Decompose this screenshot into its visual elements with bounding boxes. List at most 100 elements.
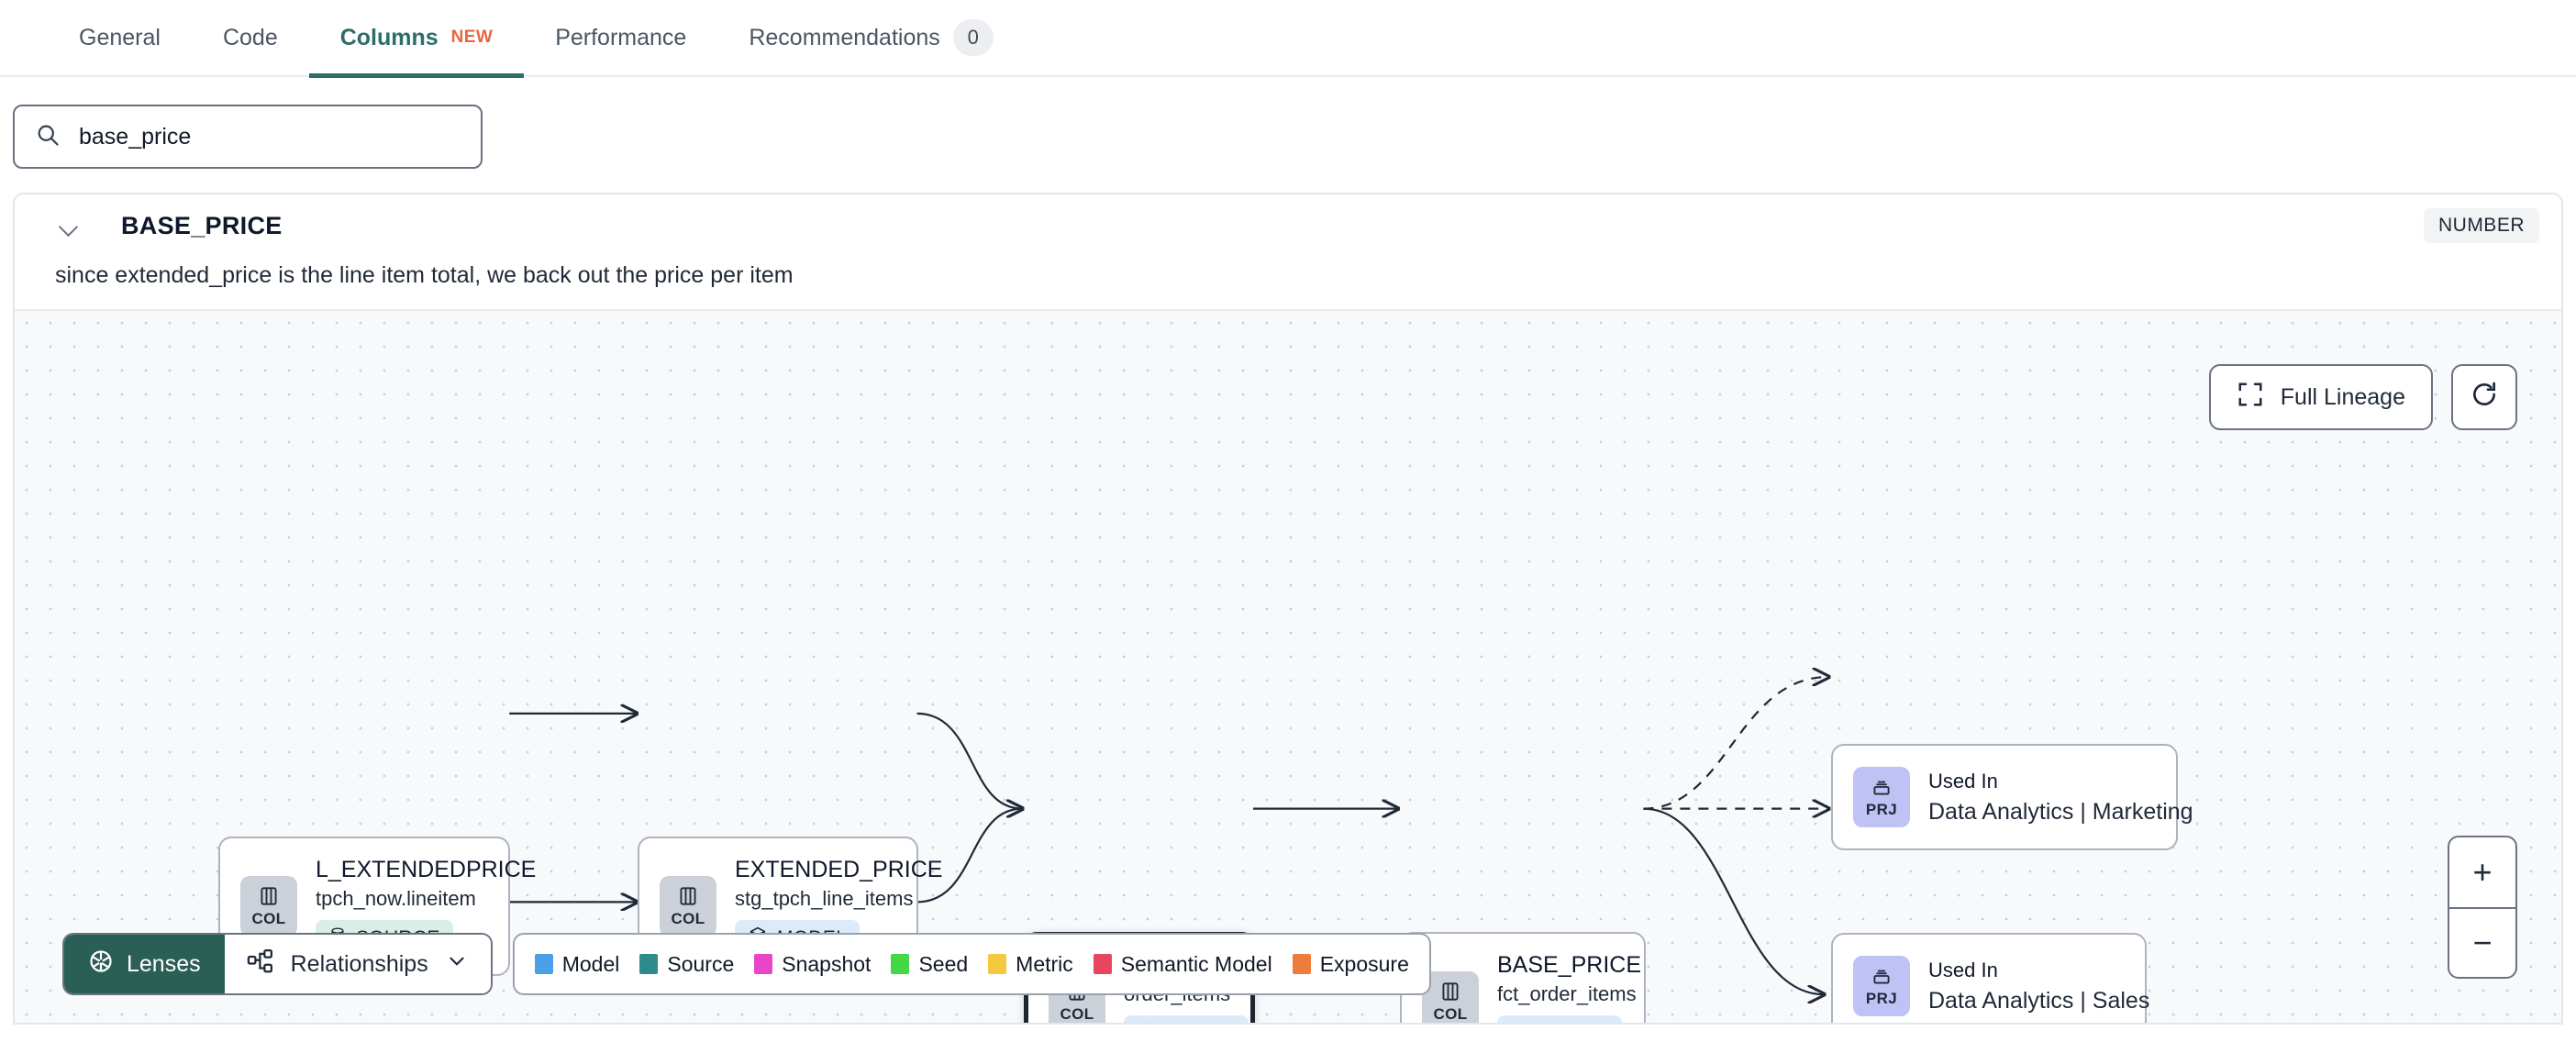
legend-item-semantic-model[interactable]: Semantic Model bbox=[1093, 951, 1272, 977]
legend-item-source[interactable]: Source bbox=[639, 952, 734, 977]
tab-label: Recommendations bbox=[749, 24, 940, 50]
edge-fct-prj-marketing bbox=[1643, 677, 1828, 810]
tab-columns[interactable]: Columns NEW bbox=[308, 0, 525, 78]
lineage-legend: Model Source Snapshot Seed Metric Semantic Mo… bbox=[512, 933, 1431, 995]
edge-extendedprice-baseprice bbox=[916, 712, 1023, 809]
node-subtitle: Data Analytics | Marketing bbox=[1928, 798, 2193, 825]
search-input[interactable] bbox=[79, 123, 461, 150]
legend-label: Seed bbox=[918, 951, 969, 976]
page-title: BASE_PRICE bbox=[121, 211, 283, 239]
tab-label: General bbox=[79, 24, 161, 50]
zoom-in-button[interactable]: + bbox=[2472, 853, 2493, 891]
legend-item-model[interactable]: Model bbox=[534, 951, 620, 977]
new-badge: NEW bbox=[450, 28, 494, 47]
node-kind-icon: PRJ bbox=[1853, 767, 1910, 827]
aperture-icon bbox=[88, 948, 114, 981]
refresh-button[interactable] bbox=[2451, 364, 2517, 430]
zoom-out-button[interactable]: − bbox=[2449, 907, 2515, 977]
lenses-button[interactable]: Lenses bbox=[64, 935, 225, 993]
lenses-label: Lenses bbox=[127, 950, 201, 977]
legend-swatch bbox=[534, 954, 553, 974]
legend-item-snapshot[interactable]: Snapshot bbox=[754, 952, 871, 977]
legend-label: Snapshot bbox=[782, 951, 872, 976]
relationships-dropdown[interactable]: Relationships bbox=[224, 935, 491, 993]
search-box[interactable] bbox=[13, 105, 483, 169]
legend-swatch bbox=[891, 954, 910, 974]
legend-item-exposure[interactable]: Exposure bbox=[1292, 952, 1409, 977]
node-kind-icon: COL bbox=[1422, 971, 1479, 1023]
column-icon bbox=[257, 884, 281, 908]
node-kind-icon: COL bbox=[240, 876, 297, 937]
full-lineage-button[interactable]: Full Lineage bbox=[2208, 364, 2433, 430]
legend-label: Semantic Model bbox=[1120, 951, 1272, 976]
lineage-node-prj_sales[interactable]: PRJ Used In Data Analytics | Sales bbox=[1831, 933, 2150, 1023]
legend-item-seed[interactable]: Seed bbox=[891, 952, 968, 977]
expand-corners-icon bbox=[2237, 381, 2264, 415]
project-icon bbox=[1870, 775, 1893, 799]
node-badge-label: MODEL bbox=[1539, 1023, 1609, 1024]
node-kind-label: PRJ bbox=[1865, 990, 1898, 1007]
tab-label: Columns bbox=[339, 24, 439, 50]
node-title: L_EXTENDEDPRICE bbox=[316, 856, 537, 882]
lineage-toolbar: Full Lineage bbox=[2208, 364, 2517, 430]
column-type-badge: NUMBER bbox=[2423, 208, 2539, 243]
node-badge-label: MODEL bbox=[1166, 1023, 1236, 1024]
column-panel: BASE_PRICE NUMBER since extended_price i… bbox=[13, 193, 2563, 1025]
legend-swatch bbox=[639, 954, 659, 974]
node-type-badge: MODEL bbox=[1497, 1014, 1623, 1024]
tab-label: Performance bbox=[555, 24, 687, 50]
tab-general[interactable]: General bbox=[48, 0, 192, 76]
relationships-label: Relationships bbox=[290, 950, 428, 977]
node-subtitle: fct_order_items bbox=[1497, 981, 1637, 1005]
node-subtitle: tpch_now.lineitem bbox=[316, 886, 476, 910]
cube-icon bbox=[1137, 1021, 1157, 1023]
refresh-icon bbox=[2470, 380, 2499, 416]
node-kind-icon: COL bbox=[660, 876, 716, 937]
lineage-node-prj_marketing[interactable]: PRJ Used In Data Analytics | Marketing bbox=[1831, 744, 2193, 850]
node-title: EXTENDED_PRICE bbox=[735, 856, 943, 882]
node-title: BASE_PRICE bbox=[1497, 951, 1642, 978]
tab-bar: General Code Columns NEW Performance Rec… bbox=[0, 0, 2576, 78]
column-description: since extended_price is the line item to… bbox=[55, 262, 794, 288]
legend-swatch bbox=[1093, 954, 1112, 974]
search-icon bbox=[35, 122, 61, 152]
lineage-canvas[interactable]: Full Lineage + − bbox=[15, 309, 2561, 1024]
chevron-down-icon bbox=[445, 949, 469, 980]
legend-label: Metric bbox=[1016, 951, 1073, 976]
node-subtitle: stg_tpch_line_items bbox=[735, 886, 914, 910]
tab-code[interactable]: Code bbox=[192, 0, 309, 76]
tab-recommendations[interactable]: Recommendations 0 bbox=[717, 0, 1024, 76]
legend-swatch bbox=[754, 954, 773, 974]
edge-fct-usevariables bbox=[1643, 807, 1824, 994]
relationships-icon bbox=[247, 948, 274, 981]
column-header: BASE_PRICE NUMBER bbox=[15, 194, 2561, 257]
lineage-bottom-bar: Lenses Relationships bbox=[62, 933, 1431, 995]
node-title: Used In bbox=[1928, 958, 1998, 981]
node-kind-label: PRJ bbox=[1865, 801, 1898, 818]
column-icon bbox=[676, 884, 700, 908]
lineage-node-base_price_fct[interactable]: COL BASE_PRICE fct_order_itemsMODEL bbox=[1400, 932, 1646, 1024]
recommendations-count-badge: 0 bbox=[952, 19, 994, 56]
node-kind-icon: PRJ bbox=[1853, 956, 1910, 1016]
full-lineage-label: Full Lineage bbox=[2280, 383, 2405, 410]
node-kind-label: COL bbox=[671, 910, 705, 927]
tab-label: Code bbox=[222, 24, 278, 50]
legend-label: Model bbox=[561, 951, 620, 976]
project-icon bbox=[1870, 964, 1893, 988]
node-kind-label: COL bbox=[1060, 1005, 1094, 1023]
chevron-down-icon[interactable] bbox=[57, 214, 81, 238]
legend-label: Source bbox=[667, 951, 735, 976]
edge-quantity-baseprice bbox=[916, 809, 1023, 903]
zoom-controls: + − bbox=[2448, 836, 2517, 979]
tab-performance[interactable]: Performance bbox=[524, 0, 717, 76]
legend-swatch bbox=[988, 954, 1007, 974]
lenses-group: Lenses Relationships bbox=[62, 933, 493, 995]
column-icon bbox=[1438, 980, 1462, 1003]
search-area bbox=[0, 77, 2576, 193]
node-kind-label: COL bbox=[251, 910, 286, 927]
legend-swatch bbox=[1292, 954, 1311, 974]
legend-item-metric[interactable]: Metric bbox=[988, 952, 1073, 977]
node-subtitle: Data Analytics | Sales bbox=[1928, 987, 2150, 1014]
cube-icon bbox=[1510, 1021, 1530, 1023]
node-title: Used In bbox=[1928, 769, 1998, 793]
